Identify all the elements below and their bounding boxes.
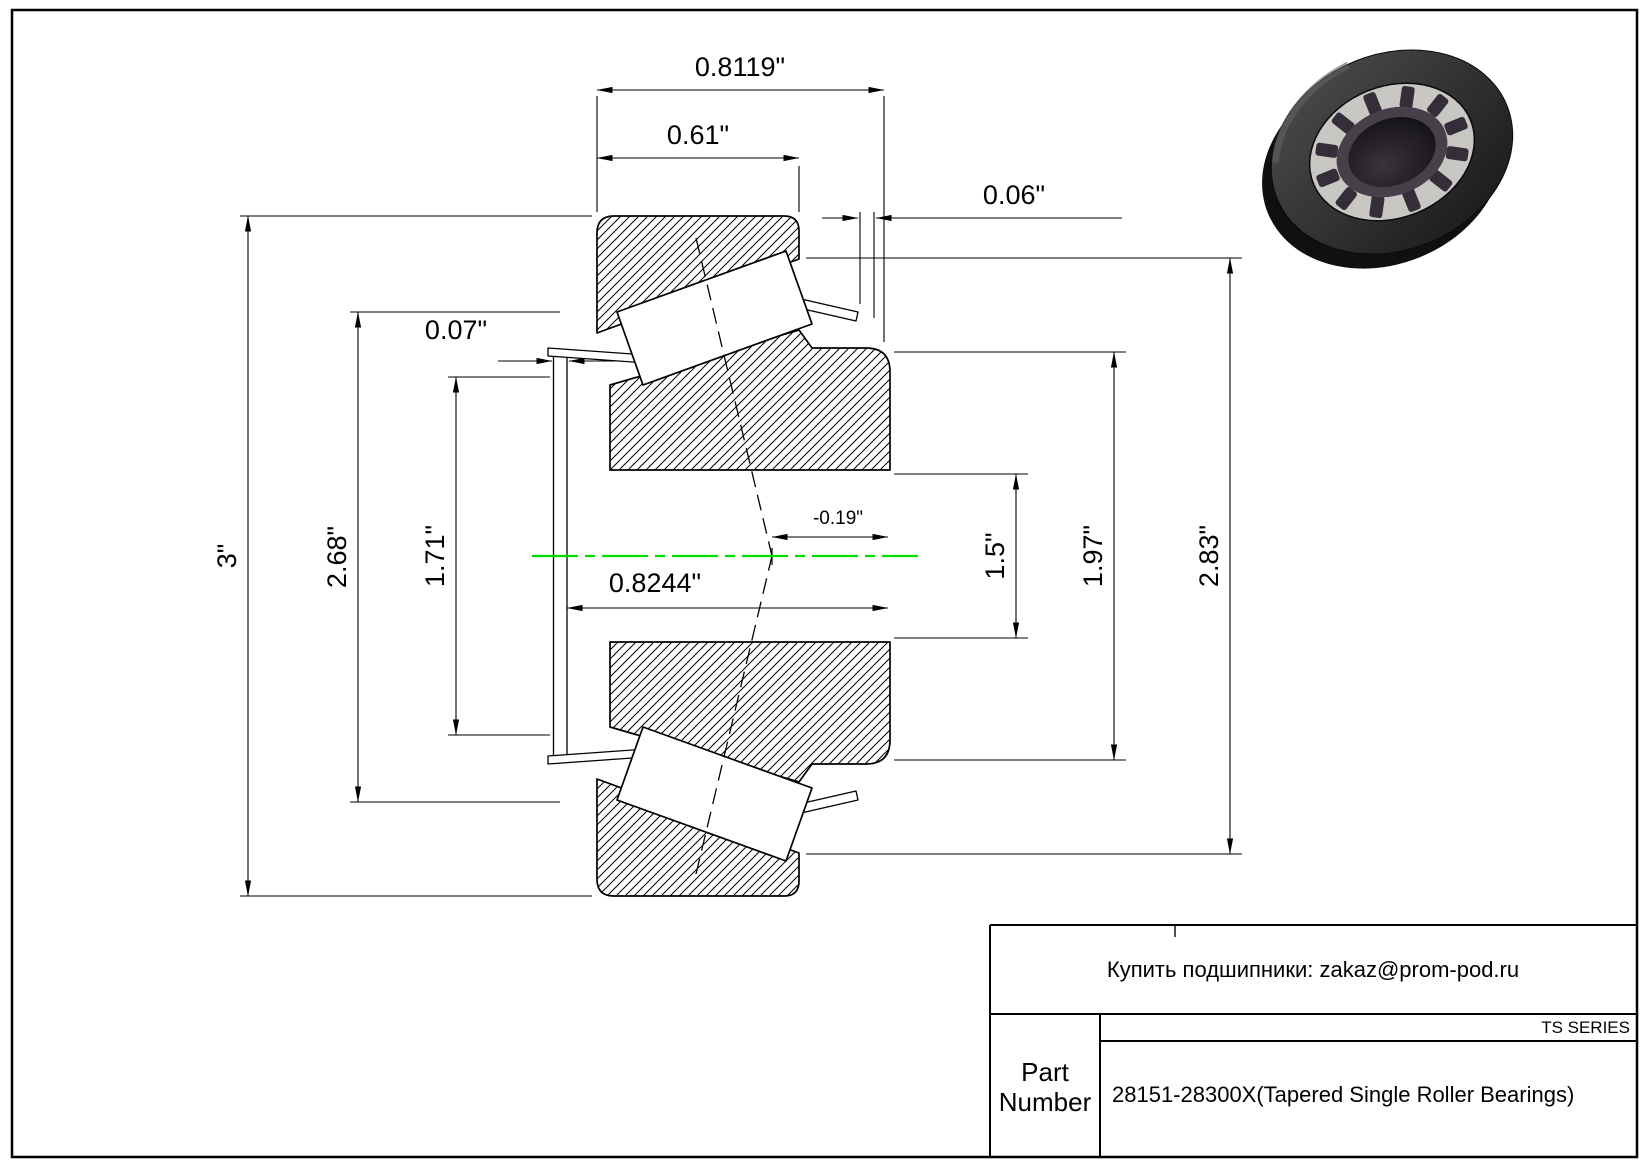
title-block-text: Купить подшипники: zakaz@prom-pod.ru TS … — [999, 957, 1630, 1117]
dim-label-lip-right: 0.06" — [983, 180, 1045, 210]
contact-text: Купить подшипники: zakaz@prom-pod.ru — [1107, 957, 1519, 982]
bearing-3d-cage — [1310, 84, 1474, 220]
series-text: TS SERIES — [1541, 1018, 1630, 1037]
extension-lines — [240, 96, 1242, 897]
dim-label-cone-od: 1.97" — [1078, 525, 1108, 587]
dim-label-cup-od: 2.83" — [1194, 525, 1224, 587]
dim-label-apex-offset: -0.19" — [813, 508, 863, 529]
title-block — [989, 924, 1637, 1157]
part-number-label-line1: Part — [1021, 1057, 1069, 1087]
bearing-3d-render — [1262, 49, 1514, 269]
dim-label-width-cup: 0.61" — [667, 120, 729, 150]
dim-label-cup-inner: 2.68" — [322, 526, 352, 588]
dimension-lines — [244, 86, 1234, 897]
dim-label-cone-front: 1.71" — [420, 525, 450, 587]
bearing-3d-highlight — [1271, 61, 1350, 163]
dim-label-cone-width: 0.8244" — [609, 568, 701, 598]
dim-label-lip-left: 0.07" — [425, 315, 487, 345]
bearing-3d-bore — [1348, 117, 1436, 187]
part-number-label-line2: Number — [999, 1087, 1092, 1117]
bearing-3d-rollers — [1315, 85, 1469, 219]
bearing-3d-inner-ring — [1336, 106, 1448, 198]
dim-label-bore: 1.5" — [980, 532, 1010, 579]
dim-label-width-outer: 0.8119" — [695, 52, 785, 82]
bearing-cross-section — [547, 215, 891, 897]
part-number-value: 28151-28300X(Tapered Single Roller Beari… — [1112, 1082, 1574, 1107]
roller-axis-top — [695, 237, 773, 557]
dim-label-od: 3" — [212, 544, 242, 569]
page-border — [10, 8, 1639, 1159]
dimension-labels: 0.8119" 0.61" 0.06" 0.07" 3" 2.68" 1.71"… — [212, 52, 1224, 598]
